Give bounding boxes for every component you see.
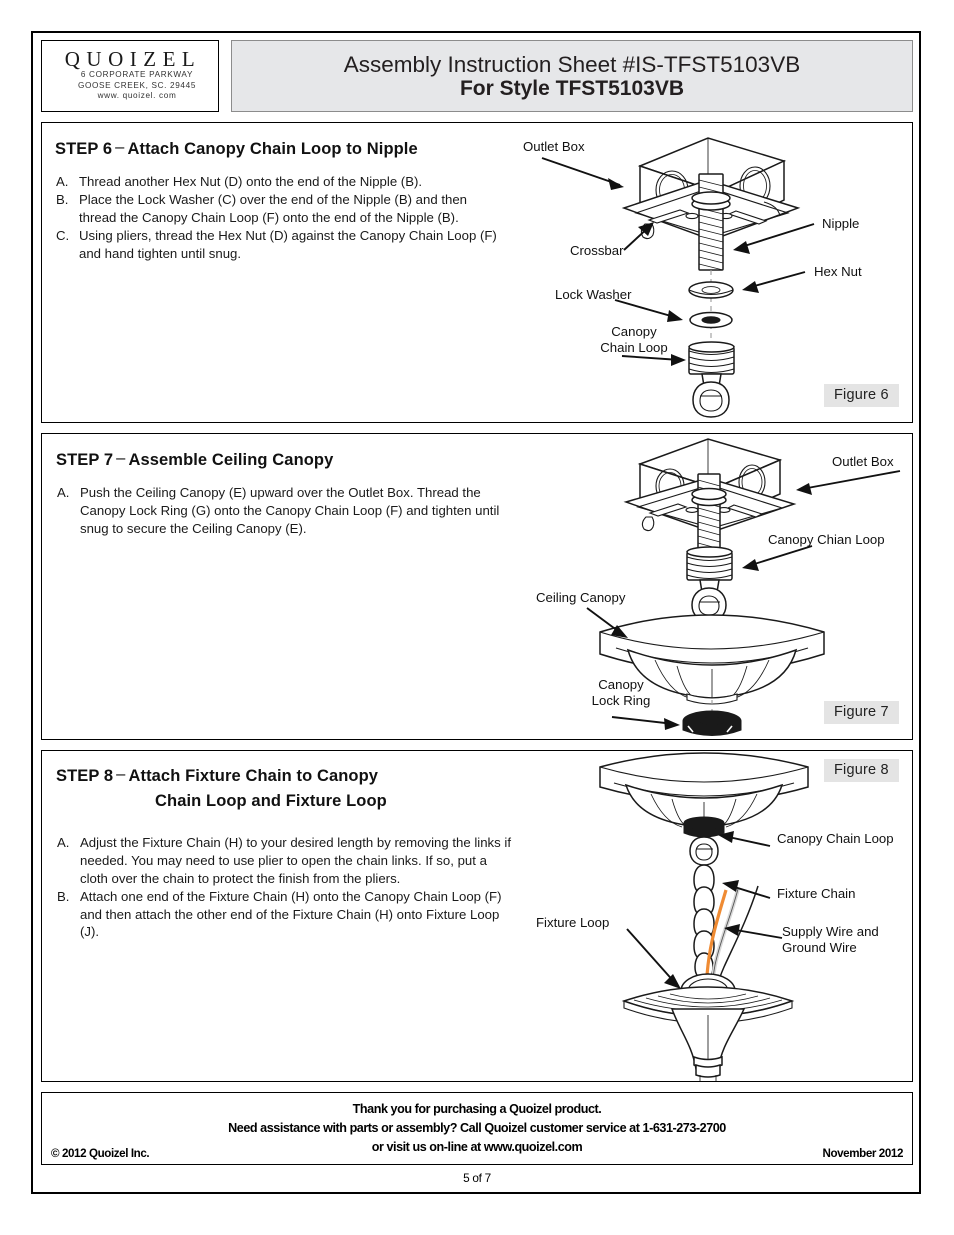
step-6-dash: – <box>115 138 125 156</box>
step-8-title-line-1: Attach Fixture Chain to Canopy <box>128 767 379 785</box>
figure-7-label-ceiling-canopy: Ceiling Canopy <box>536 590 626 605</box>
step-6-item-b-marker: B. <box>56 191 69 207</box>
step-7-heading: STEP 7–Assemble Ceiling Canopy <box>56 449 333 470</box>
step-7-label: STEP 7 <box>56 451 114 469</box>
quoizel-logo: QUOIZEL 6 CORPORATE PARKWAY GOOSE CREEK,… <box>41 40 219 112</box>
figure-6-label-lock-washer: Lock Washer <box>555 287 632 302</box>
logo-address-line-3: www. quoizel. com <box>97 91 177 101</box>
list-item: C. Using pliers, thread the Hex Nut (D) … <box>56 227 508 263</box>
document-header: QUOIZEL 6 CORPORATE PARKWAY GOOSE CREEK,… <box>41 40 913 112</box>
figure-8-label-supply-ground-wire: Supply Wire and Ground Wire <box>782 924 879 955</box>
logo-address-line-2: GOOSE CREEK, SC. 29445 <box>77 80 197 90</box>
page-number: 5 of 7 <box>463 1171 491 1185</box>
step-6-instructions: A. Thread another Hex Nut (D) onto the e… <box>56 173 508 262</box>
step-6-label: STEP 6 <box>55 140 113 158</box>
figure-6-badge: Figure 6 <box>824 384 899 407</box>
logo-address-line-1: 6 CORPORATE PARKWAY <box>80 69 194 79</box>
step-8-label: STEP 8 <box>56 767 114 785</box>
figure-6-label-hex-nut: Hex Nut <box>814 264 862 279</box>
figure-8-badge: Figure 8 <box>824 759 899 782</box>
step-6-item-b-text: Place the Lock Washer (C) over the end o… <box>79 191 468 225</box>
step-8-item-a-text: Adjust the Fixture Chain (H) to your des… <box>80 835 511 886</box>
figure-8-label-fixture-chain: Fixture Chain <box>777 886 856 901</box>
footer-line-1: Thank you for purchasing a Quoizel produ… <box>352 1102 602 1116</box>
figure-7-illustration <box>586 438 901 736</box>
revision-date: November 2012 <box>822 1147 903 1160</box>
figure-6-label-outlet-box: Outlet Box <box>523 139 585 154</box>
list-item: A. Thread another Hex Nut (D) onto the e… <box>56 173 508 191</box>
document-title-box: Assembly Instruction Sheet #IS-TFST5103V… <box>231 40 913 112</box>
footer-panel: Thank you for purchasing a Quoizel produ… <box>41 1092 913 1165</box>
footer-line-3: or visit us on-line at www.quoizel.com <box>371 1139 583 1154</box>
step-8-item-a-marker: A. <box>57 835 70 850</box>
list-item: B. Attach one end of the Fixture Chain (… <box>57 888 512 942</box>
figure-8-illustration <box>599 752 809 1081</box>
step-6-item-c-text: Using pliers, thread the Hex Nut (D) aga… <box>79 227 497 261</box>
figure-8-label-canopy-chain-loop: Canopy Chain Loop <box>777 831 894 846</box>
step-6-title: Attach Canopy Chain Loop to Nipple <box>127 140 418 158</box>
figure-6-label-crossbar: Crossbar <box>570 243 624 258</box>
step-7-instructions: A. Push the Ceiling Canopy (E) upward ov… <box>57 484 512 538</box>
step-6-panel: STEP 6–Attach Canopy Chain Loop to Nippl… <box>41 122 913 423</box>
step-8-instructions: A. Adjust the Fixture Chain (H) to your … <box>57 834 512 941</box>
step-7-dash: – <box>116 449 126 467</box>
step-7-item-a-text: Push the Ceiling Canopy (E) upward over … <box>80 485 500 536</box>
figure-6-label-canopy-chain-loop: Canopy Chain Loop <box>600 324 668 355</box>
figure-7-label-canopy-lock-ring: Canopy Lock Ring <box>591 677 651 708</box>
figure-6-illustration <box>541 137 815 418</box>
figure-6-label-nipple: Nipple <box>822 216 860 231</box>
step-7-item-a-marker: A. <box>57 485 70 500</box>
figure-7-label-canopy-chain-loop: Canopy Chian Loop <box>768 532 885 547</box>
list-item: B. Place the Lock Washer (C) over the en… <box>56 191 508 227</box>
list-item: A. Adjust the Fixture Chain (H) to your … <box>57 834 512 888</box>
figure-8-label-fixture-loop: Fixture Loop <box>536 915 610 930</box>
step-8-item-b-text: Attach one end of the Fixture Chain (H) … <box>80 888 502 940</box>
step-7-title: Assemble Ceiling Canopy <box>128 451 334 469</box>
footer-message: Thank you for purchasing a Quoizel produ… <box>42 1093 912 1157</box>
step-6-item-c-marker: C. <box>56 227 70 243</box>
step-6-heading: STEP 6–Attach Canopy Chain Loop to Nippl… <box>55 138 418 159</box>
document-title: Assembly Instruction Sheet #IS-TFST5103V… <box>343 51 801 77</box>
step-6-item-a-marker: A. <box>56 174 69 189</box>
page-border <box>31 31 921 1194</box>
step-8-panel: STEP 8–Attach Fixture Chain to Canopy Ch… <box>41 750 913 1082</box>
step-8-heading: STEP 8–Attach Fixture Chain to Canopy <box>56 765 378 786</box>
copyright-text: © 2012 Quoizel Inc. <box>51 1147 150 1160</box>
figure-7-label-outlet-box: Outlet Box <box>832 454 894 469</box>
footer-line-2: Need assistance with parts or assembly? … <box>228 1120 726 1135</box>
document-style: For Style TFST5103VB <box>459 76 685 100</box>
list-item: A. Push the Ceiling Canopy (E) upward ov… <box>57 484 512 538</box>
step-8-dash: – <box>116 765 126 783</box>
step-7-panel: STEP 7–Assemble Ceiling Canopy A. Push t… <box>41 433 913 740</box>
brand-name: QUOIZEL <box>64 46 202 71</box>
step-8-title-line-2-wrap: Chain Loop and Fixture Loop <box>155 792 387 811</box>
step-8-title-line-2: Chain Loop and Fixture Loop <box>155 792 387 810</box>
step-8-item-b-marker: B. <box>57 888 70 904</box>
step-6-item-a-text: Thread another Hex Nut (D) onto the end … <box>79 174 423 189</box>
figure-7-badge: Figure 7 <box>824 701 899 724</box>
